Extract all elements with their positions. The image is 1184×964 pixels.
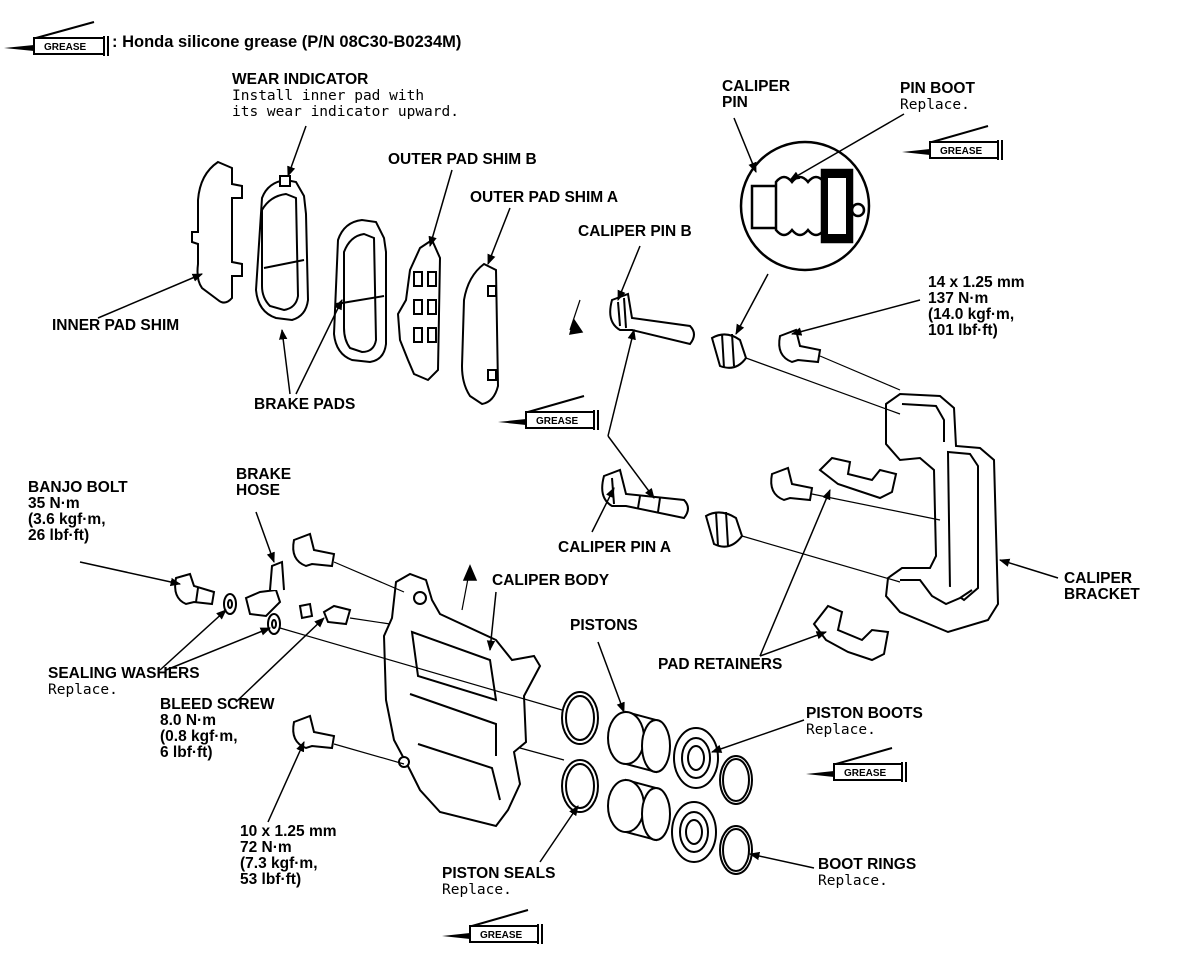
- label-caliper-pin-a: CALIPER PIN A: [558, 539, 672, 556]
- grease-tube-icon: GREASE: [442, 909, 543, 944]
- banjo-bolt: [174, 572, 216, 606]
- brake-pad-outer: [332, 218, 387, 364]
- leader-lines: [79, 113, 1059, 869]
- caliper-bolt-lower: [292, 714, 336, 750]
- grease-badge-text: GREASE: [480, 930, 523, 941]
- label-pad-retainers: PAD RETAINERS: [658, 656, 783, 673]
- label-bleed-screw-1: BLEED SCREW: [160, 696, 275, 713]
- note-boot-rings: Replace.: [818, 873, 888, 889]
- label-boot-rings: BOOT RINGS: [818, 856, 917, 873]
- pad-retainer-upper: [818, 456, 898, 500]
- label-torque-10-2: 72 N·m: [240, 839, 292, 856]
- label-torque-10-1: 10 x 1.25 mm: [240, 823, 337, 840]
- caliper-body: [382, 572, 542, 828]
- label-caliper-pin-b: CALIPER PIN B: [578, 223, 692, 240]
- label-outer-pad-shim-b: OUTER PAD SHIM B: [388, 151, 537, 168]
- label-torque-10-3: (7.3 kgf·m,: [240, 855, 318, 872]
- piston-upper: [607, 710, 671, 774]
- label-caliper-body: CALIPER BODY: [492, 572, 610, 589]
- caliper-bracket: [884, 392, 1000, 634]
- pin-boot-a: [704, 511, 744, 548]
- label-banjo-bolt-4: 26 lbf·ft): [28, 527, 90, 544]
- note-pin-boot: Replace.: [900, 97, 970, 113]
- inner-pad-shim: [191, 160, 243, 304]
- label-torque-14-4: 101 lbf·ft): [928, 322, 998, 339]
- piston-boot-upper: [673, 727, 719, 789]
- outer-pad-shim-b: [396, 238, 442, 382]
- label-pistons: PISTONS: [570, 617, 638, 634]
- label-brake-hose-2: HOSE: [236, 482, 280, 499]
- grease-tube-icon: GREASE: [498, 395, 599, 430]
- note-piston-boots: Replace.: [806, 722, 876, 738]
- brake-hose-fitting: [244, 560, 285, 618]
- label-torque-10-4: 53 lbf·ft): [240, 871, 302, 888]
- grease-badge-text: GREASE: [940, 146, 983, 157]
- direction-arrows: [462, 318, 584, 581]
- piston-seal-upper: [561, 691, 599, 745]
- label-banjo-bolt-1: BANJO BOLT: [28, 479, 128, 496]
- label-brake-hose-1: BRAKE: [236, 466, 292, 483]
- pin-boot-detail-circle: [739, 140, 871, 272]
- grease-tube-icon: GREASE: [4, 21, 109, 56]
- caliper-bolt-upper: [292, 532, 336, 568]
- boot-ring-lower: [719, 825, 753, 875]
- label-torque-14-2: 137 N·m: [928, 290, 989, 307]
- label-outer-pad-shim-a: OUTER PAD SHIM A: [470, 189, 619, 206]
- label-torque-14-3: (14.0 kgf·m,: [928, 306, 1015, 323]
- bracket-bolt-upper: [778, 328, 822, 364]
- pad-retainer-lower: [812, 604, 890, 662]
- label-torque-14-1: 14 x 1.25 mm: [928, 274, 1025, 291]
- boot-ring-upper: [719, 755, 753, 805]
- label-brake-pads: BRAKE PADS: [254, 396, 356, 413]
- grease-badge-text: GREASE: [844, 768, 887, 779]
- label-pin-boot: PIN BOOT: [900, 80, 975, 97]
- bracket-bolt-lower: [770, 466, 814, 502]
- note-wear-indicator-2: its wear indicator upward.: [232, 104, 459, 120]
- piston-boot-lower: [671, 801, 717, 863]
- grease-tube-icon: GREASE: [806, 747, 907, 782]
- label-bleed-screw-3: (0.8 kgf·m,: [160, 728, 238, 745]
- label-bleed-screw-2: 8.0 N·m: [160, 712, 216, 729]
- note-wear-indicator-1: Install inner pad with: [232, 88, 425, 104]
- grease-badge-text: GREASE: [536, 416, 579, 427]
- sealing-washer-a: [223, 593, 237, 615]
- label-banjo-bolt-2: 35 N·m: [28, 495, 80, 512]
- label-bleed-screw-4: 6 lbf·ft): [160, 744, 213, 761]
- grease-tube-icon: GREASE: [902, 125, 1003, 160]
- label-piston-seals: PISTON SEALS: [442, 865, 556, 882]
- grease-legend-text: : Honda silicone grease (P/N 08C30-B0234…: [112, 33, 462, 51]
- piston-lower: [607, 778, 671, 842]
- label-inner-pad-shim: INNER PAD SHIM: [52, 317, 180, 334]
- note-sealing-washers: Replace.: [48, 682, 118, 698]
- sealing-washer-b: [267, 613, 281, 635]
- assembly-lines: [279, 299, 941, 765]
- label-sealing-washers: SEALING WASHERS: [48, 665, 200, 682]
- label-banjo-bolt-3: (3.6 kgf·m,: [28, 511, 106, 528]
- brake-pad-inner: [254, 175, 310, 322]
- label-caliper-bracket-2: BRACKET: [1064, 586, 1140, 603]
- caliper-pin-a: [601, 468, 689, 520]
- pin-boot-b: [710, 333, 748, 369]
- outer-pad-shim-a: [460, 262, 500, 406]
- label-caliper-pin-1: CALIPER: [722, 78, 791, 95]
- label-piston-boots: PISTON BOOTS: [806, 705, 923, 722]
- label-wear-indicator: WEAR INDICATOR: [232, 71, 369, 88]
- caliper-pin-b: [609, 292, 695, 346]
- label-caliper-pin-2: PIN: [722, 94, 748, 111]
- label-caliper-bracket-1: CALIPER: [1064, 570, 1133, 587]
- note-piston-seals: Replace.: [442, 882, 512, 898]
- piston-seal-lower: [561, 759, 599, 813]
- grease-badge-text: GREASE: [44, 42, 87, 53]
- bleed-screw: [298, 602, 352, 626]
